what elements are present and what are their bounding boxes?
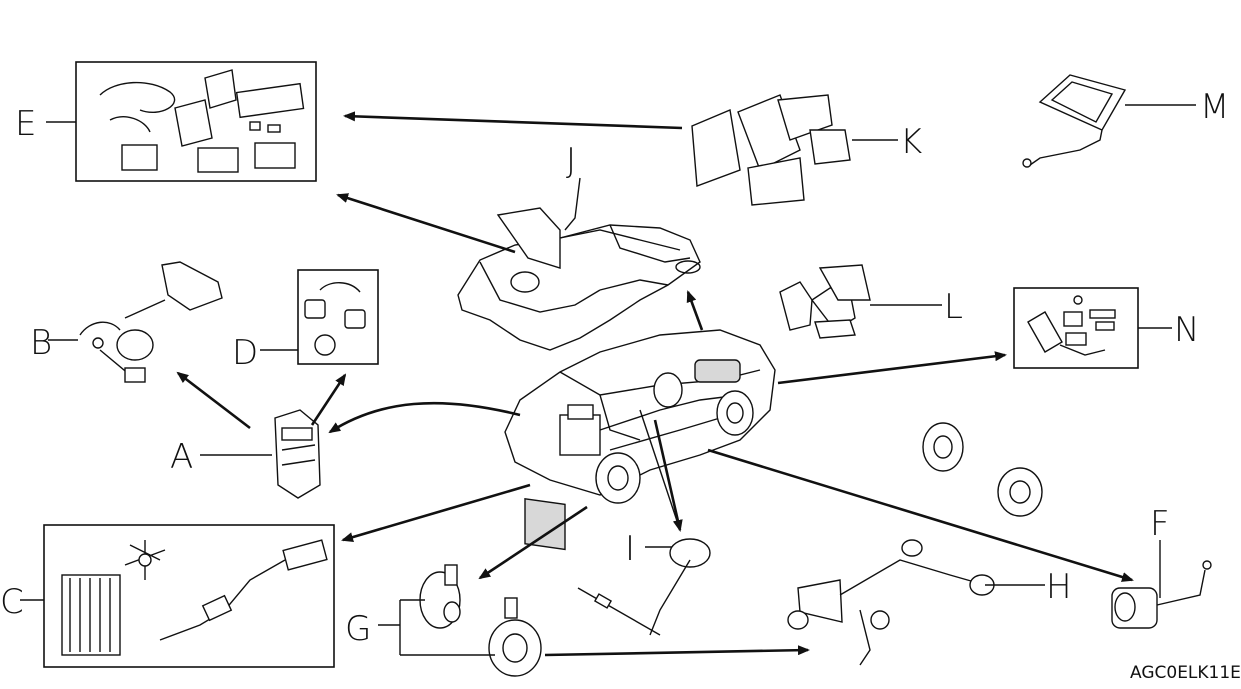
label-N: N <box>1174 310 1199 350</box>
parts-box-N <box>1013 287 1139 369</box>
parts-box-E <box>75 61 317 182</box>
label-D: D <box>232 333 258 373</box>
callout-labels: E B D A C G J K M L N I H F AGC0ELK11E <box>0 87 1241 683</box>
label-L: L <box>944 287 963 327</box>
label-I: I <box>625 529 635 569</box>
label-F: F <box>1150 504 1170 544</box>
seats-L <box>779 264 871 339</box>
label-J: J <box>566 141 576 181</box>
label-A: A <box>170 437 193 477</box>
engine-A <box>274 409 321 499</box>
label-H: H <box>1046 567 1072 607</box>
parts-box-C <box>43 524 335 668</box>
rear-axle-H <box>787 539 995 666</box>
label-K: K <box>900 122 922 162</box>
label-E: E <box>15 104 36 144</box>
starter-F <box>1111 560 1212 629</box>
brake-assembly-G <box>419 564 542 677</box>
label-B: B <box>30 323 52 363</box>
parts-box-D <box>297 269 379 365</box>
label-M: M <box>1200 87 1229 127</box>
label-C: C <box>0 582 24 622</box>
doors-K <box>691 94 851 206</box>
steering-I <box>577 538 711 636</box>
figure-code: AGC0ELK11E <box>1130 663 1241 683</box>
disc-brakes <box>922 422 1043 517</box>
leader-lines <box>20 104 1196 656</box>
central-car-chassis <box>504 329 776 551</box>
body-shell-J <box>457 207 701 351</box>
car-engine-block <box>559 404 601 456</box>
label-G: G <box>345 609 371 649</box>
arrows <box>176 111 1134 657</box>
mat-M <box>1022 74 1127 168</box>
fuel-tank-B <box>79 261 223 383</box>
